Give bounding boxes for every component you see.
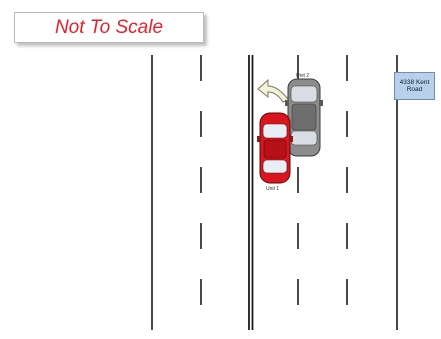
unit-2-label: Unit 2 (296, 73, 309, 79)
left-turn-arrow-icon (257, 78, 290, 103)
road-lane-lines (151, 55, 398, 330)
address-sign: 4338 Kent Road (394, 72, 435, 100)
address-sign-text: 4338 Kent Road (399, 78, 430, 94)
not-to-scale-text: Not To Scale (54, 16, 164, 38)
unit-1-vehicle (257, 112, 293, 184)
not-to-scale-banner: Not To Scale (14, 12, 204, 43)
unit-2-vehicle (285, 78, 323, 157)
unit-1-label: Unit 1 (266, 186, 279, 192)
